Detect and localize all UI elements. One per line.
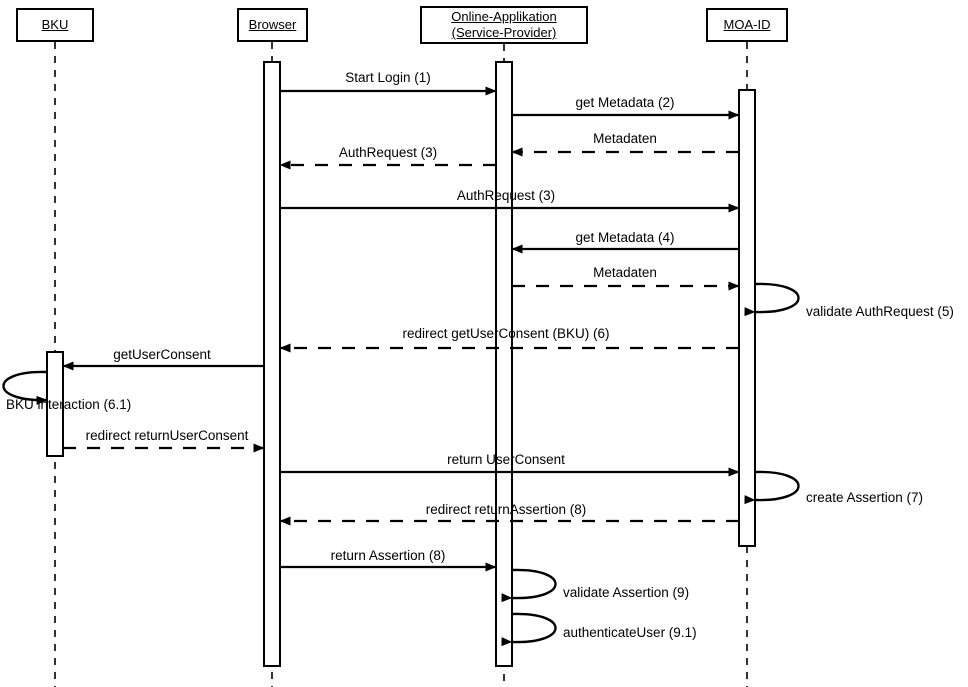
lifeline-header-oa: Online-Applikation (Service-Provider) (420, 6, 588, 44)
self-message-arrow-3 (501, 568, 557, 603)
message-label-7: Metadaten (593, 265, 657, 280)
lifeline-label-bku: BKU (41, 17, 69, 32)
message-label-13: return Assertion (8) (330, 548, 446, 563)
act-oa (495, 61, 513, 667)
activation-bars (46, 61, 756, 667)
self-message-label-3: validate Assertion (9) (563, 585, 690, 600)
lifeline-header-bku: BKU (16, 8, 94, 42)
message-arrows (62, 86, 740, 572)
message-label-11: return UserConsent (447, 452, 565, 467)
lifeline-label-browser: Browser (248, 17, 297, 32)
self-message-arrow-4 (501, 612, 557, 647)
message-label-1: Start Login (1) (345, 70, 431, 85)
self-message-label-0: validate AuthRequest (5) (806, 304, 954, 319)
message-label-9: getUserConsent (113, 347, 211, 362)
self-message-arrow-2 (744, 470, 800, 505)
message-label-2: get Metadata (2) (575, 95, 675, 110)
message-label-6: get Metadata (4) (575, 230, 675, 245)
act-moaid (738, 89, 756, 547)
self-message-arrows (2, 282, 800, 647)
lifeline-header-browser: Browser (237, 8, 308, 42)
self-message-label-1: BKU interaction (6.1) (6, 397, 132, 412)
message-label-12: redirect returnAssertion (8) (425, 502, 587, 517)
self-message-label-2: create Assertion (7) (806, 490, 924, 505)
message-label-4: AuthRequest (3) (338, 145, 438, 160)
message-label-8: redirect getUserConsent (BKU) (6) (402, 326, 610, 341)
lifeline-label-oa: Online-Applikation (Service-Provider) (451, 9, 557, 40)
message-label-10: redirect returnUserConsent (85, 428, 249, 443)
lifeline-label-moaid: MOA-ID (723, 17, 771, 32)
message-label-5: AuthRequest (3) (456, 188, 556, 203)
self-message-arrow-0 (744, 282, 800, 317)
self-message-label-4: authenticateUser (9.1) (563, 625, 697, 640)
self-message-arrow-1 (2, 370, 48, 405)
lifeline-header-moaid: MOA-ID (706, 8, 788, 42)
act-browser (263, 61, 281, 667)
message-label-3: Metadaten (593, 131, 657, 146)
